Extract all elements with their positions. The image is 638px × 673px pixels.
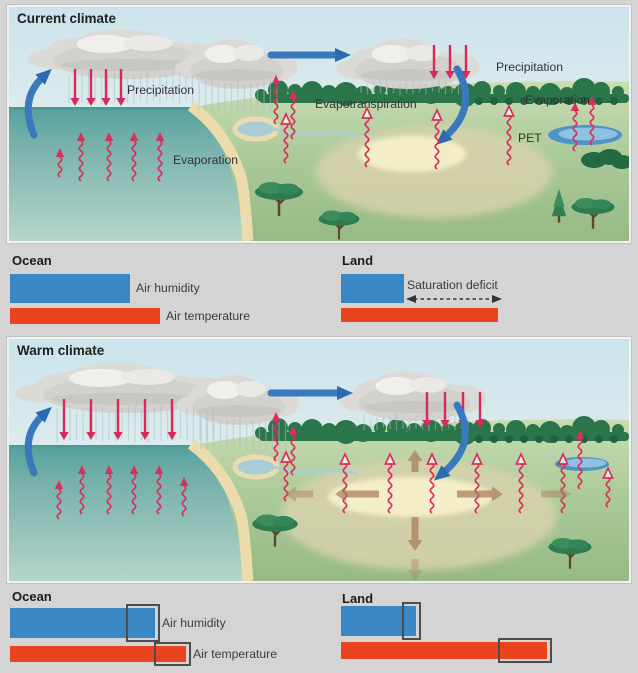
label-precipitation-land: Precipitation [496,60,564,74]
land-legend-title-warm: Land [342,591,374,606]
panel-warm-climate: Warm climate [6,336,632,584]
rain-streaks [200,417,287,451]
land-legend-title: Land [342,253,374,268]
land-temperature-increase-box [498,638,552,663]
ocean-air-temperature-bar [10,308,160,324]
label-evaporation-ocean: Evaporation [173,153,239,167]
label-precipitation-ocean: Precipitation [127,83,195,97]
land-air-temperature-bar-warm [341,638,552,663]
ocean-air-temperature-bar-warm [10,642,191,666]
label-evaporation-land: Evaporation [525,93,591,107]
temperature-increase-box [154,642,191,666]
rain-streaks [363,413,469,431]
current-climate-scene [9,7,629,241]
ocean-legend-title: Ocean [12,253,52,268]
air-temperature-label-warm: Air temperature [193,647,277,661]
tree [255,182,303,216]
circulation-arrows [24,386,469,481]
panel-title-current: Current climate [17,11,117,26]
land-humidity-increase-box [402,602,421,640]
tree [548,538,592,569]
tree [318,210,360,240]
land-air-humidity-bar [341,274,404,303]
ocean-legend-title-warm: Ocean [12,589,52,604]
air-temperature-label: Air temperature [166,309,250,323]
panel-title-warm: Warm climate [17,343,105,358]
saturation-deficit-arrow [406,295,502,303]
ocean-air-humidity-bar [10,274,130,303]
rain-streaks [198,79,278,113]
ocean-air-humidity-bar-warm [10,604,160,642]
label-evapotranspiration: Evapotranspiration [315,97,417,111]
land-air-humidity-bar-warm [341,602,421,640]
circulation-arrows [24,48,470,145]
air-humidity-label: Air humidity [136,281,200,295]
tree [252,514,298,547]
land-air-temperature-bar [341,308,498,322]
tree [571,198,615,229]
tree [551,189,567,223]
humidity-increase-box [126,604,160,642]
panel-current-climate: Current climate Precipitation Evaporatio… [6,4,632,244]
warm-climate-scene [9,339,629,581]
rain-streaks [360,79,460,95]
label-pet: PET [518,131,542,145]
saturation-deficit-label: Saturation deficit [407,278,498,292]
air-humidity-label-warm: Air humidity [162,616,226,630]
